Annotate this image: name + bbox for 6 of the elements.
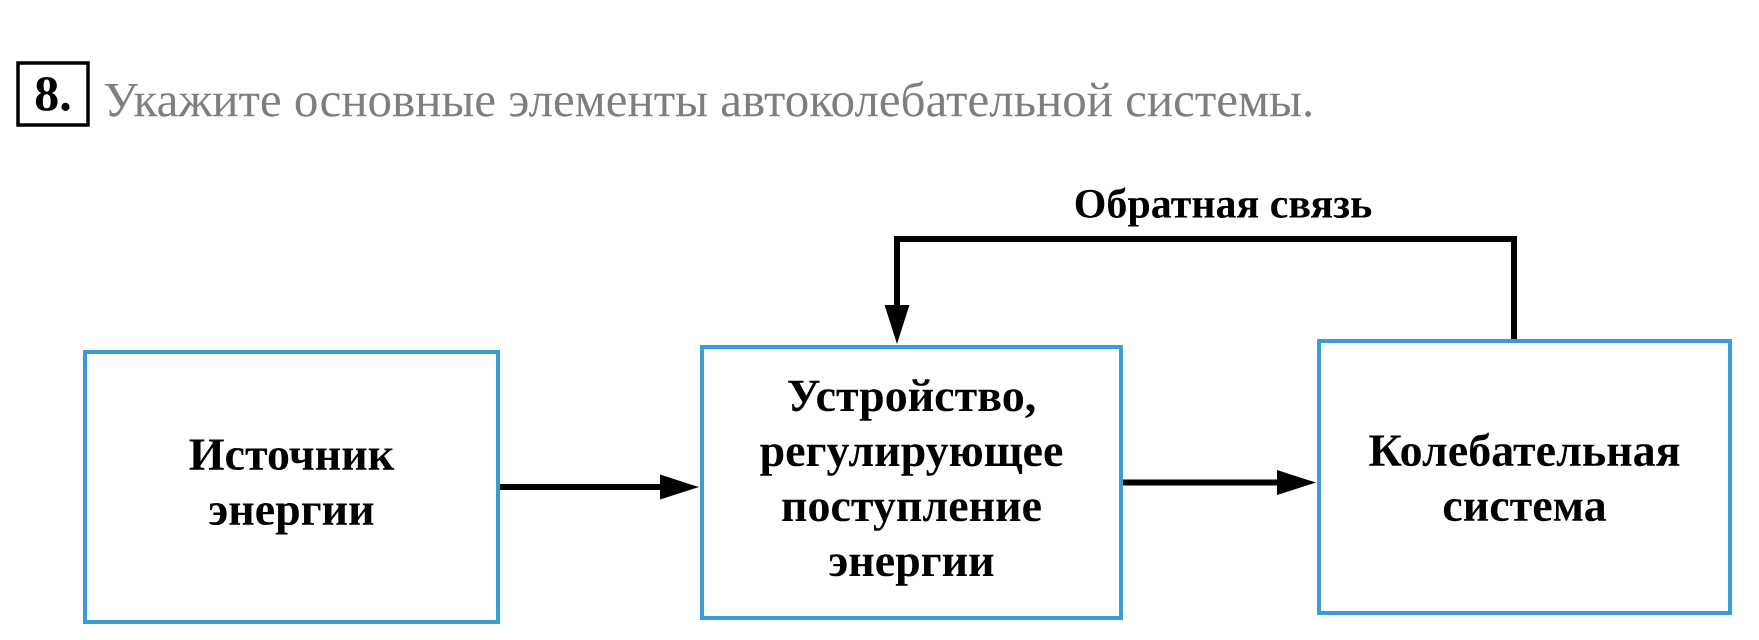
process-box: Колебательная система <box>1317 339 1732 615</box>
process-box: Источник энергии <box>83 350 500 624</box>
edge-label: Обратная связь <box>1075 187 1372 227</box>
task-title: Укажите основные элементы автоколебательной системы. <box>104 81 1311 117</box>
task-number: 8. <box>16 61 90 127</box>
process-box: Устройство, регулирующее поступление энергии <box>700 345 1123 620</box>
